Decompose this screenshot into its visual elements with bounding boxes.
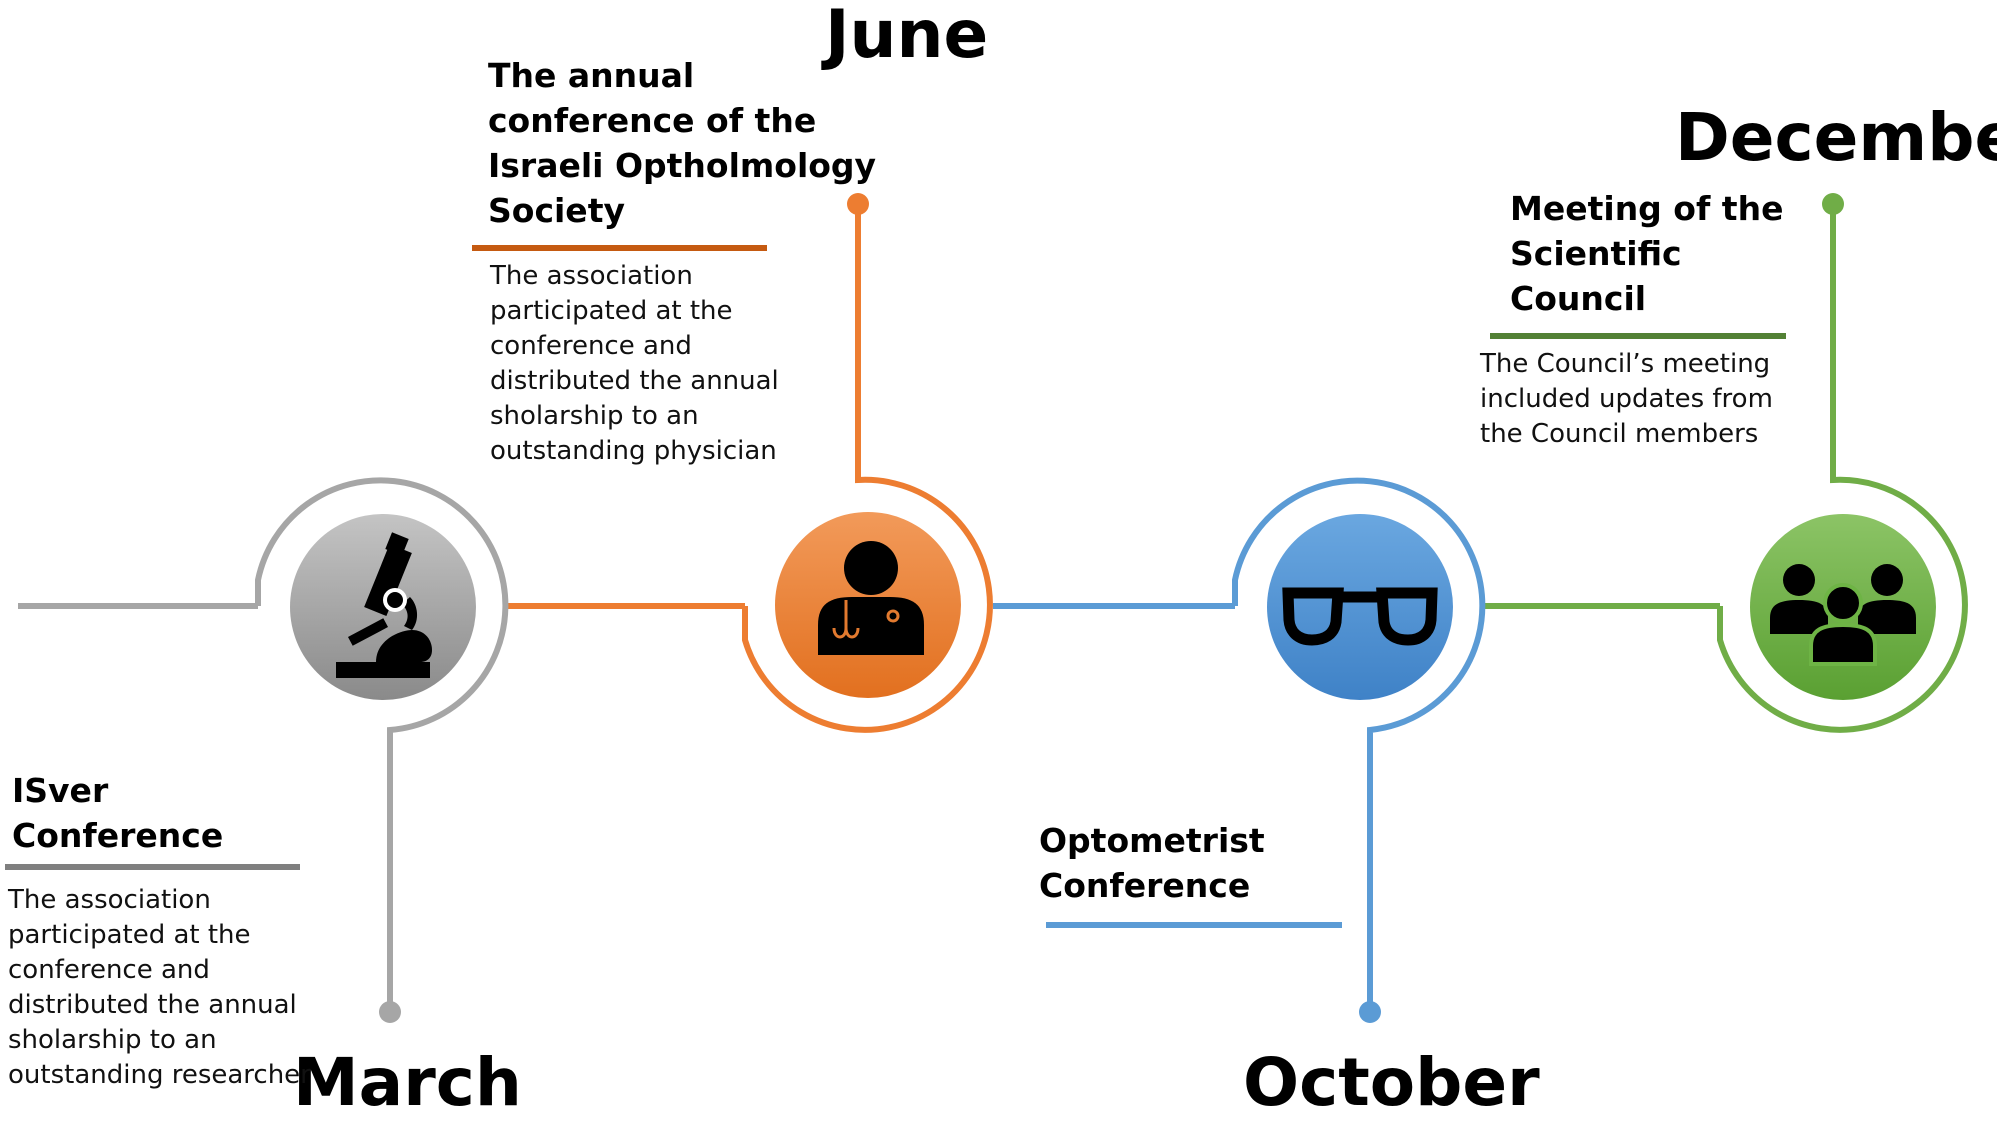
event-title-march: ISver Conference (12, 771, 224, 855)
event-title-june: The annual conference of the Israeli Opt… (488, 56, 877, 230)
underline-october (1046, 922, 1342, 928)
doctor-icon (818, 541, 924, 655)
month-label-june: June (825, 0, 989, 73)
october-node (1232, 477, 1486, 1023)
june-node (742, 193, 993, 733)
march-node (255, 477, 509, 1023)
event-title-december: Meeting of the Scientific Council (1510, 189, 1784, 318)
event-description-march: The association participated at the conf… (8, 885, 311, 1090)
underline-march (5, 864, 300, 870)
month-label-october: October (1243, 1044, 1540, 1121)
event-description-june: The association participated at the conf… (490, 261, 779, 466)
group-icon (1770, 564, 1916, 666)
underline-december (1490, 333, 1786, 339)
december-node (1717, 193, 1968, 733)
month-label-march: March (293, 1044, 522, 1121)
event-title-october: Optometrist Conference (1039, 821, 1265, 905)
underline-june (472, 245, 767, 251)
month-label-december: December (1675, 99, 1997, 176)
event-description-december: The Council’s meeting included updates f… (1480, 349, 1773, 449)
microscope-icon (336, 532, 432, 678)
glasses-icon (1282, 587, 1438, 646)
